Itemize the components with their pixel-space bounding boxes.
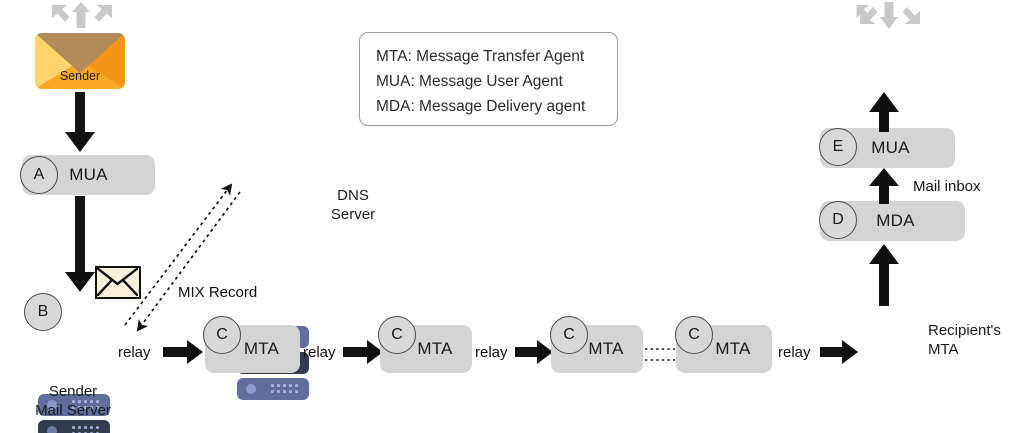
envelope-flap [35,33,125,73]
sender-mail-server-caption: Sender Mail Server [35,383,111,419]
mix-record-label: MIX Record [178,284,258,301]
server-unit-middle [38,420,110,433]
step-badge-e: E [819,128,857,166]
server-led [246,384,256,394]
mta-chain-continuation-dots [645,348,675,361]
step-badge-c-1: C [203,316,241,354]
arrow-mda-to-mua-icon [869,168,899,204]
mta-label-2: MTA [417,339,453,358]
relay-label-1: relay [118,344,151,361]
arrow-sender-to-mua-icon [65,92,95,152]
envelope-icon-mua [95,266,141,299]
arrow-mua-to-mailserver-icon [65,196,95,292]
receiver-incoming-arrows-icon [855,2,920,29]
arrow-recipientmta-to-mda-icon [869,244,899,306]
step-badge-c-3-letter: C [563,326,575,343]
mail-inbox-label: Mail inbox [913,178,981,195]
dns-server-caption: DNS Server [330,187,376,223]
relay-label-3: relay [475,344,508,361]
step-badge-c-4-letter: C [688,326,700,343]
sender-outgoing-arrows-icon [52,2,112,28]
mta-label-3: MTA [588,339,624,358]
step-badge-d-letter: D [832,211,844,228]
arrow-relay-3-icon [515,340,553,364]
step-badge-a: A [20,156,58,194]
server-vent-grid [271,384,301,394]
legend-line-mta: MTA: Message Transfer Agent [376,48,585,65]
step-badge-c-4: C [675,316,713,354]
sender-mua-label: MUA [69,165,108,184]
mta-label-1: MTA [243,339,280,358]
server-led [47,426,57,433]
step-badge-c-2: C [378,316,416,354]
server-unit-bottom [237,378,309,400]
arrow-relay-2-icon [343,340,383,364]
envelope-fold-lines [97,268,138,296]
server-led [47,400,57,410]
sender-mail-server-icon [38,394,110,433]
arrow-relay-1-icon [163,340,203,364]
legend-line-mua: MUA: Message User Agent [376,73,563,91]
mta-label-4: MTA [715,339,751,358]
step-badge-a-letter: A [33,166,45,183]
recipient-mua-label: MUA [871,138,910,157]
sender-envelope-label: Sender [59,69,101,83]
server-vent-grid [72,400,102,410]
sender-envelope: Sender [35,33,125,89]
recipient-mda-label: MDA [876,211,915,230]
mix-record-dotted-arrows-icon [124,183,241,332]
arrow-relay-4-icon [820,340,858,364]
arrow-mua-to-receiver-icon [869,92,899,132]
server-vent-grid [72,426,102,433]
step-badge-c-2-letter: C [391,326,403,343]
relay-label-2: relay [303,344,336,361]
legend-line-mda: MDA: Message Delivery agent [376,98,586,116]
step-badge-e-letter: E [832,138,844,155]
recipient-mta-caption: Recipient's MTA [928,322,1001,358]
relay-label-4: relay [778,344,811,361]
server-unit-top [38,394,110,416]
step-badge-d: D [819,201,857,239]
step-badge-b: B [24,293,62,331]
abbreviation-legend: MTA: Message Transfer Agent MUA: Message… [359,32,618,126]
step-badge-c-1-letter: C [216,326,228,343]
step-badge-c-3: C [550,316,588,354]
step-badge-b-letter: B [37,303,49,320]
